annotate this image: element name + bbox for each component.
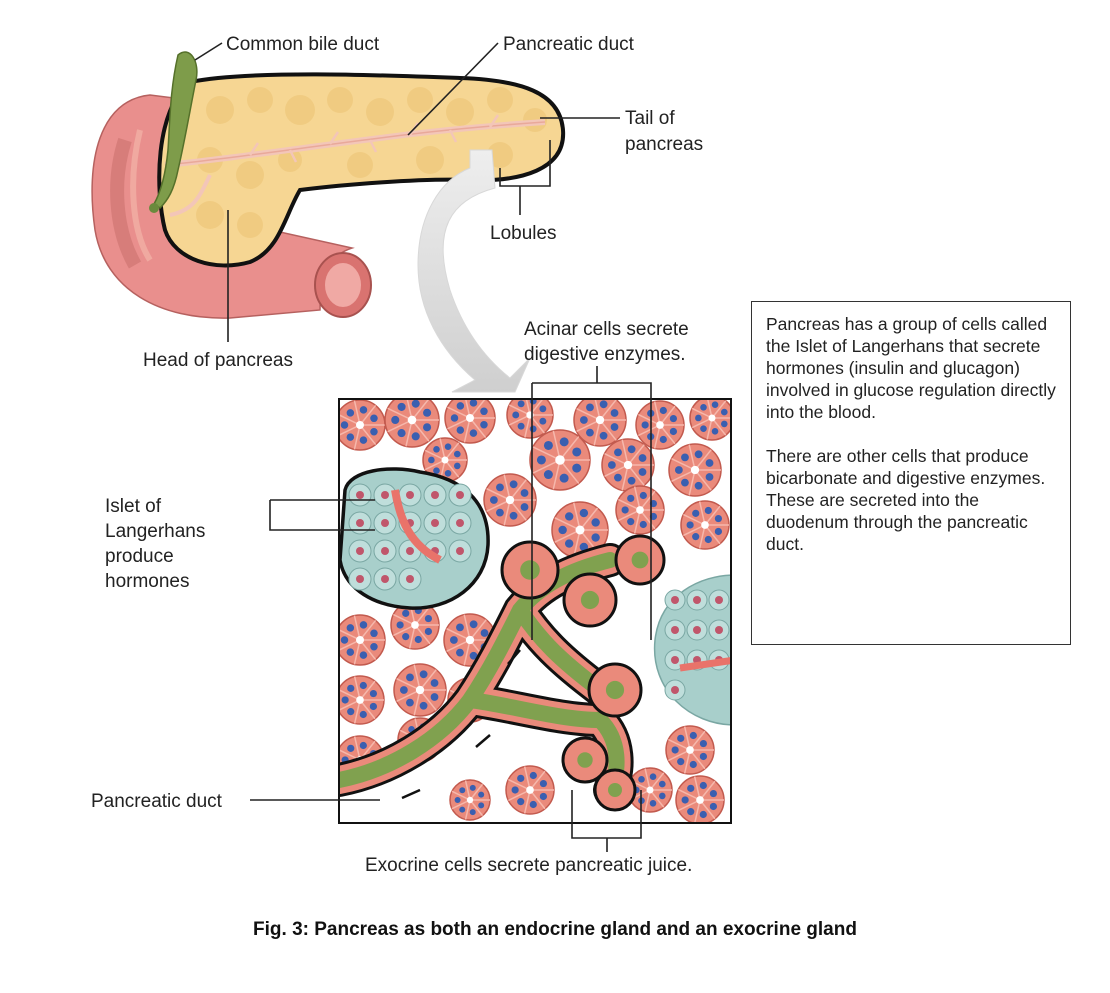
acinus-19	[393, 663, 447, 717]
info-paragraph-1: Pancreas has a group of cells called the…	[766, 314, 1056, 422]
label-islet-line3: produce	[105, 546, 174, 567]
label-islet-line1: Islet of	[105, 496, 162, 517]
label-islet-line2: Langerhans	[105, 521, 205, 542]
label-acinar-line2: digestive enzymes.	[524, 344, 686, 365]
info-box: Pancreas has a group of cells called the…	[751, 301, 1071, 645]
duodenum	[91, 94, 372, 319]
label-lobules: Lobules	[490, 223, 557, 244]
islet-right	[653, 574, 731, 726]
label-acinar-line1: Acinar cells secrete	[524, 319, 689, 340]
acinus-11	[483, 473, 537, 527]
acinus-2	[444, 399, 496, 444]
label-common-bile-duct: Common bile duct	[226, 34, 380, 55]
acinus-23	[665, 725, 715, 775]
acinus-7	[529, 429, 591, 491]
flow-arr3	[401, 788, 421, 800]
pancreas-organ	[157, 72, 566, 268]
figure-caption: Fig. 3: Pancreas as both an endocrine gl…	[253, 919, 857, 940]
label-pancreatic-duct-bottom: Pancreatic duct	[91, 791, 223, 812]
common-bile-duct	[149, 51, 198, 213]
acinus-13	[615, 485, 665, 535]
acinus-9	[668, 443, 722, 497]
magnify-arrow	[417, 149, 531, 393]
acinus-24	[505, 765, 555, 815]
label-head-of-pancreas: Head of pancreas	[143, 350, 293, 371]
acinus-0	[339, 399, 386, 451]
acinus-14	[680, 500, 730, 550]
histology-panel	[338, 398, 732, 824]
acinus-4	[573, 399, 627, 447]
acinus-5	[635, 400, 685, 450]
duct-tree	[339, 534, 666, 812]
acinus-25	[449, 779, 491, 821]
label-pancreatic-duct-top: Pancreatic duct	[503, 34, 635, 55]
acinus-18	[339, 675, 385, 725]
label-tail-line2: pancreas	[625, 134, 703, 155]
label-islet-line4: hormones	[105, 571, 190, 592]
label-exocrine: Exocrine cells secrete pancreatic juice.	[365, 855, 692, 876]
label-tail-line1: Tail of	[625, 108, 675, 129]
acinus-8	[601, 438, 655, 492]
acinus-16	[390, 600, 440, 650]
acinus-26	[675, 775, 725, 823]
leader-lines	[194, 42, 652, 852]
flow-arr2	[475, 734, 491, 748]
acinus-12	[551, 501, 609, 559]
islet-of-langerhans	[339, 467, 490, 610]
info-paragraph-2: There are other cells that produce bicar…	[766, 446, 1046, 554]
flow-arr1	[507, 649, 521, 665]
acinus-1	[384, 399, 440, 448]
acinus-15	[339, 614, 386, 666]
acinus-6	[689, 399, 731, 441]
